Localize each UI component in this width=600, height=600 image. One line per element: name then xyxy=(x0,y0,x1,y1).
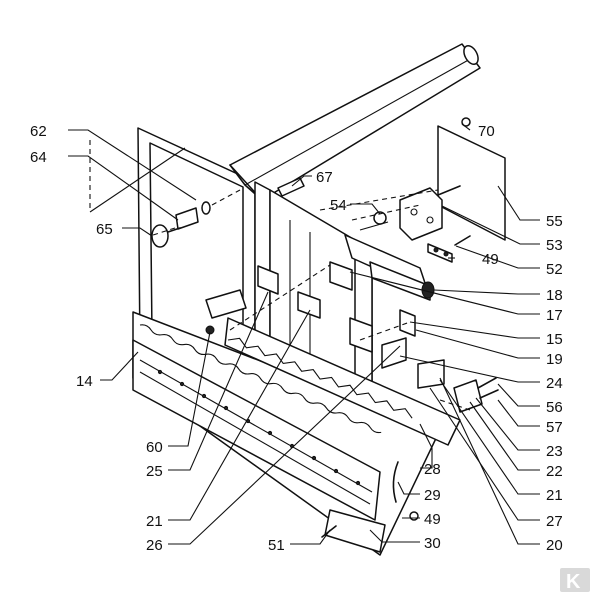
bracket-20 xyxy=(417,359,445,389)
bolt-54 xyxy=(373,211,387,225)
label-23: 23 xyxy=(546,443,563,460)
label-29: 29 xyxy=(424,487,441,504)
bolt-70 xyxy=(461,117,471,127)
label-70: 70 xyxy=(478,123,495,140)
label-24: 24 xyxy=(546,375,563,392)
bearing-block xyxy=(399,185,461,241)
bracket-23 xyxy=(453,377,499,413)
bracket-49 xyxy=(427,235,471,263)
label-30: 30 xyxy=(424,535,441,552)
label-14: 14 xyxy=(76,373,93,390)
label-25: 25 xyxy=(146,463,163,480)
label-26: 26 xyxy=(146,537,163,554)
bracket-24 xyxy=(381,337,407,369)
bottom-blade xyxy=(132,311,441,556)
label-53: 53 xyxy=(546,237,563,254)
bracket-26 xyxy=(349,317,373,353)
label-27: 27 xyxy=(546,513,563,530)
spring-29 xyxy=(392,461,399,503)
back-plate xyxy=(437,125,506,241)
slot-67 xyxy=(277,177,305,197)
label-28: 28 xyxy=(424,461,441,478)
label-56: 56 xyxy=(546,399,563,416)
bolt-49b xyxy=(409,511,419,521)
bracket-19 xyxy=(399,309,416,337)
bracket-15 xyxy=(329,261,353,291)
label-15: 15 xyxy=(546,331,563,348)
label-20: 20 xyxy=(546,537,563,554)
label-57: 57 xyxy=(546,419,563,436)
label-62: 62 xyxy=(30,123,47,140)
part-labels: 62 64 65 67 54 70 55 53 49 52 18 17 15 1… xyxy=(30,123,563,554)
label-17: 17 xyxy=(546,307,563,324)
watermark-text: K xyxy=(566,571,581,593)
label-67: 67 xyxy=(316,169,333,186)
label-49-bottom: 49 xyxy=(424,511,441,528)
label-21-right: 21 xyxy=(546,487,563,504)
top-beam xyxy=(229,43,481,201)
label-52: 52 xyxy=(546,261,563,278)
label-49-top: 49 xyxy=(482,251,499,268)
blade-holes xyxy=(157,369,361,486)
bolt-64 xyxy=(175,201,211,230)
label-60: 60 xyxy=(146,439,163,456)
bracket-60 xyxy=(205,289,247,335)
label-18: 18 xyxy=(546,287,563,304)
dashed-guides xyxy=(89,140,471,411)
knob-65 xyxy=(151,224,181,248)
label-19: 19 xyxy=(546,351,563,368)
label-64: 64 xyxy=(30,149,47,166)
label-51: 51 xyxy=(268,537,285,554)
brand-watermark-logo: K xyxy=(560,568,590,593)
knife-section xyxy=(224,317,461,446)
label-54: 54 xyxy=(330,197,347,214)
label-55: 55 xyxy=(546,213,563,230)
leader-lines xyxy=(68,123,540,545)
bracket-21l xyxy=(297,291,321,319)
bracket-25 xyxy=(257,265,279,295)
label-65: 65 xyxy=(96,221,113,238)
label-21-left: 21 xyxy=(146,513,163,530)
label-22: 22 xyxy=(546,463,563,480)
